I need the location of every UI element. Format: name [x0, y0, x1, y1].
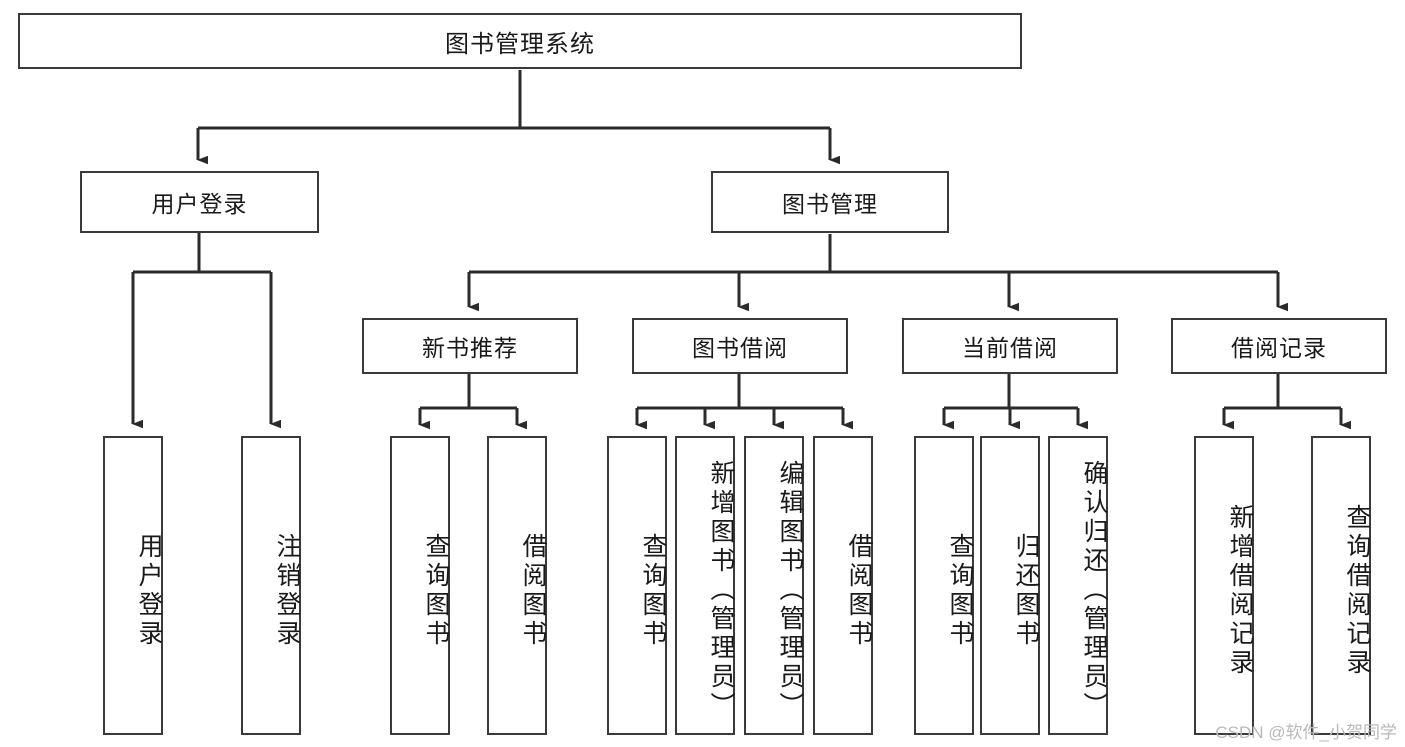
node-borrow-record[interactable]: 借阅记录: [1171, 318, 1387, 374]
leaf-query-book-2-label: 查询图书: [639, 532, 667, 649]
node-root[interactable]: 图书管理系统: [18, 13, 1022, 69]
leaf-query-record-label: 查询借阅记录: [1343, 503, 1371, 678]
leaf-query-book-3[interactable]: 查询图书: [914, 436, 974, 735]
leaf-user-login[interactable]: 用户登录: [103, 436, 163, 735]
node-current-borrow[interactable]: 当前借阅: [902, 318, 1118, 374]
node-book-borrow[interactable]: 图书借阅: [632, 318, 848, 374]
leaf-query-record[interactable]: 查询借阅记录: [1311, 436, 1371, 735]
leaf-user-login-label: 用户登录: [135, 532, 163, 649]
node-new-book-recommend[interactable]: 新书推荐: [362, 318, 578, 374]
leaf-query-book-1-label: 查询图书: [422, 532, 450, 649]
node-user-login-label: 用户登录: [151, 191, 248, 217]
leaf-query-book-2[interactable]: 查询图书: [607, 436, 667, 735]
node-book-manage-label: 图书管理: [782, 191, 878, 217]
leaf-edit-book[interactable]: 编辑图书（管理员）: [744, 436, 804, 735]
watermark-text: CSDN @软件_小贺同学: [1215, 723, 1397, 742]
leaf-borrow-book-2[interactable]: 借阅图书: [813, 436, 873, 735]
leaf-return-book-label: 归还图书: [1012, 532, 1040, 649]
leaf-edit-book-label: 编辑图书（管理员）: [776, 460, 804, 721]
leaf-query-book-1[interactable]: 查询图书: [390, 436, 450, 735]
node-user-login[interactable]: 用户登录: [80, 171, 319, 233]
leaf-query-book-3-label: 查询图书: [946, 532, 974, 649]
node-new-book-recommend-label: 新书推荐: [422, 335, 518, 361]
leaf-add-record[interactable]: 新增借阅记录: [1194, 436, 1254, 735]
leaf-add-record-label: 新增借阅记录: [1226, 503, 1254, 678]
leaf-user-logout-label: 注销登录: [273, 532, 301, 649]
leaf-borrow-book-2-label: 借阅图书: [845, 532, 873, 649]
leaf-borrow-book-1[interactable]: 借阅图书: [487, 436, 547, 735]
leaf-confirm-return[interactable]: 确认归还（管理员）: [1048, 436, 1108, 735]
node-book-borrow-label: 图书借阅: [692, 335, 788, 361]
node-current-borrow-label: 当前借阅: [962, 335, 1058, 361]
leaf-confirm-return-label: 确认归还（管理员）: [1080, 460, 1108, 721]
leaf-borrow-book-1-label: 借阅图书: [519, 532, 547, 649]
node-book-manage[interactable]: 图书管理: [711, 171, 949, 233]
leaf-user-logout[interactable]: 注销登录: [241, 436, 301, 735]
leaf-return-book[interactable]: 归还图书: [980, 436, 1040, 735]
node-borrow-record-label: 借阅记录: [1231, 335, 1327, 361]
leaf-add-book[interactable]: 新增图书（管理员）: [675, 436, 735, 735]
leaf-add-book-label: 新增图书（管理员）: [707, 460, 735, 721]
node-root-label: 图书管理系统: [445, 30, 595, 58]
